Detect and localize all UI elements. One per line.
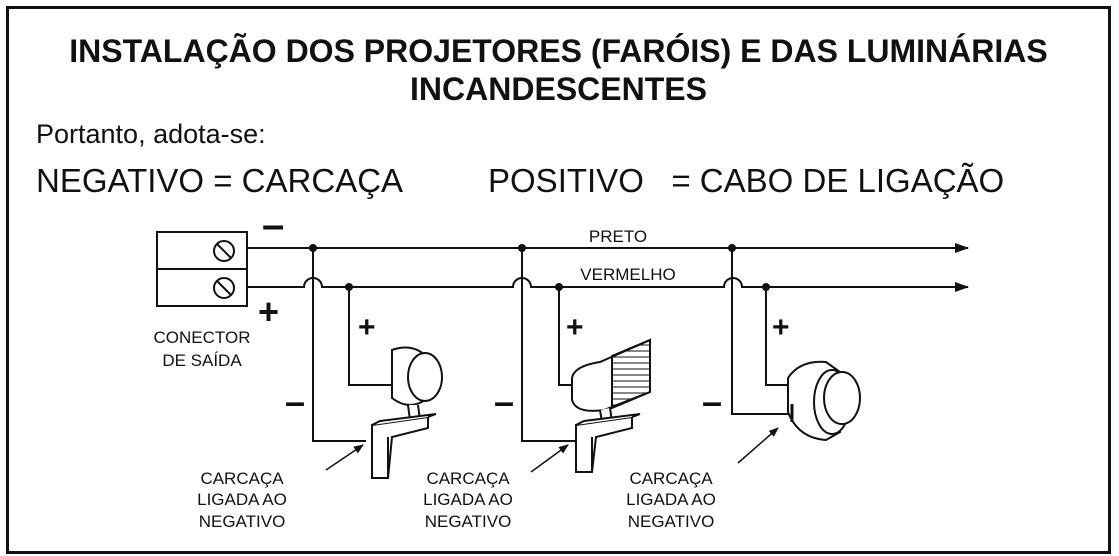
fixture-2-minus-sign: – (494, 381, 514, 422)
housing-pointer-arrow (325, 444, 364, 471)
fixture-3-plus-sign: + (772, 311, 790, 344)
housing-label-line-3: NEGATIVO (628, 512, 715, 531)
housing-label-line-1: CARCAÇA (629, 469, 713, 488)
housing-label-line-2: LIGADA AO (197, 490, 287, 509)
dome-luminaire-icon (787, 360, 861, 442)
connector-label-line-2: DE SAÍDA (162, 351, 242, 370)
positive-lead (558, 287, 572, 386)
title-line-2: INCANDESCENTES (410, 71, 707, 107)
housing-label-line-1: CARCAÇA (426, 469, 510, 488)
housing-label-line-2: LIGADA AO (423, 490, 513, 509)
subtitle: Portanto, adota-se: (36, 119, 266, 149)
connector-label-line-1: CONECTOR (154, 328, 251, 347)
fixture-1-plus-sign: + (358, 311, 376, 344)
diagram-title: INSTALAÇÃO DOS PROJETORES (FARÓIS) E DAS… (6, 32, 1111, 108)
equation-positive: POSITIVO = CABO DE LIGAÇÃO (488, 162, 1005, 199)
fixture-1-minus-sign: – (285, 381, 305, 422)
positive-lead (765, 287, 790, 386)
round-headlight-icon (371, 346, 443, 479)
fixture-2-plus-sign: + (566, 311, 584, 344)
housing-label-line-1: CARCAÇA (200, 469, 284, 488)
housing-label-line-3: NEGATIVO (425, 512, 512, 531)
fixture-1: + – CARCAÇA LIGADA AO NEGATIVO (197, 244, 443, 531)
housing-label-line-3: NEGATIVO (199, 512, 286, 531)
connector-plus-sign: + (258, 291, 279, 332)
fixture-3: + – CARCAÇA LIGADA AO NEGATIVO (626, 244, 861, 531)
red-wire-label: VERMELHO (580, 265, 675, 284)
output-connector (156, 231, 248, 307)
negative-lead (312, 248, 366, 442)
housing-pointer-arrow (737, 427, 779, 464)
fixture-3-minus-sign: – (702, 381, 722, 422)
positive-lead (348, 287, 392, 386)
negative-lead (521, 248, 576, 442)
housing-pointer-arrow (530, 444, 569, 473)
negative-lead (731, 248, 790, 415)
title-line-1: INSTALAÇÃO DOS PROJETORES (FARÓIS) E DAS… (69, 33, 1048, 69)
screw-terminal-negative-icon (213, 240, 235, 262)
rectangular-floodlight-icon (571, 338, 651, 473)
connector-minus-sign: – (262, 203, 284, 247)
screw-terminal-positive-icon (213, 277, 235, 299)
black-wire-label: PRETO (589, 227, 647, 246)
equation-negative: NEGATIVO = CARCAÇA (36, 162, 404, 199)
fixture-2: + – CARCAÇA LIGADA AO NEGATIVO (423, 244, 651, 531)
housing-label-line-2: LIGADA AO (626, 490, 716, 509)
